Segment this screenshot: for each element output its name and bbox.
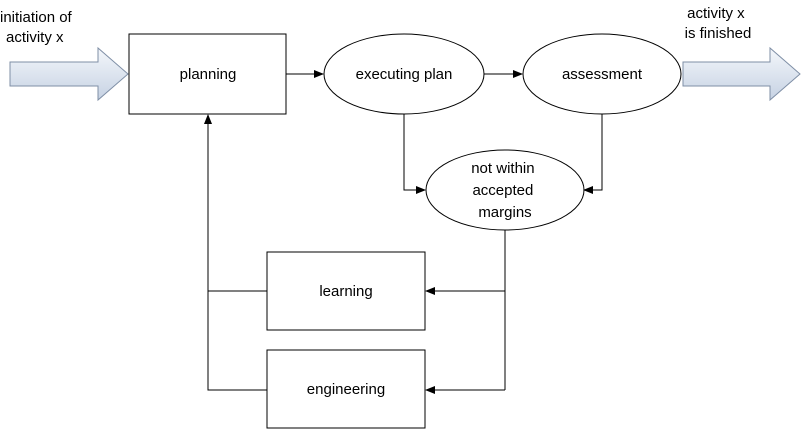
start-arrow	[9, 46, 129, 102]
executing-plan-label: executing plan	[356, 66, 453, 83]
edge-assessment-to-margins	[583, 114, 603, 194]
margins-label: not within accepted margins	[471, 160, 539, 221]
engineering-box	[266, 349, 426, 429]
engineering-label: engineering	[307, 381, 385, 398]
assessment-label: assessment	[562, 66, 643, 83]
learning-label: learning	[319, 283, 372, 300]
planning-box	[128, 33, 287, 115]
planning-label: planning	[180, 66, 237, 83]
end-arrow	[682, 46, 801, 102]
edge-engineering-to-feedback	[207, 291, 267, 391]
end-label: activity x is finished	[685, 5, 752, 42]
edge-executing-to-margins	[403, 114, 426, 194]
learning-box	[266, 251, 426, 331]
start-label: initiation of activity x	[0, 9, 76, 46]
